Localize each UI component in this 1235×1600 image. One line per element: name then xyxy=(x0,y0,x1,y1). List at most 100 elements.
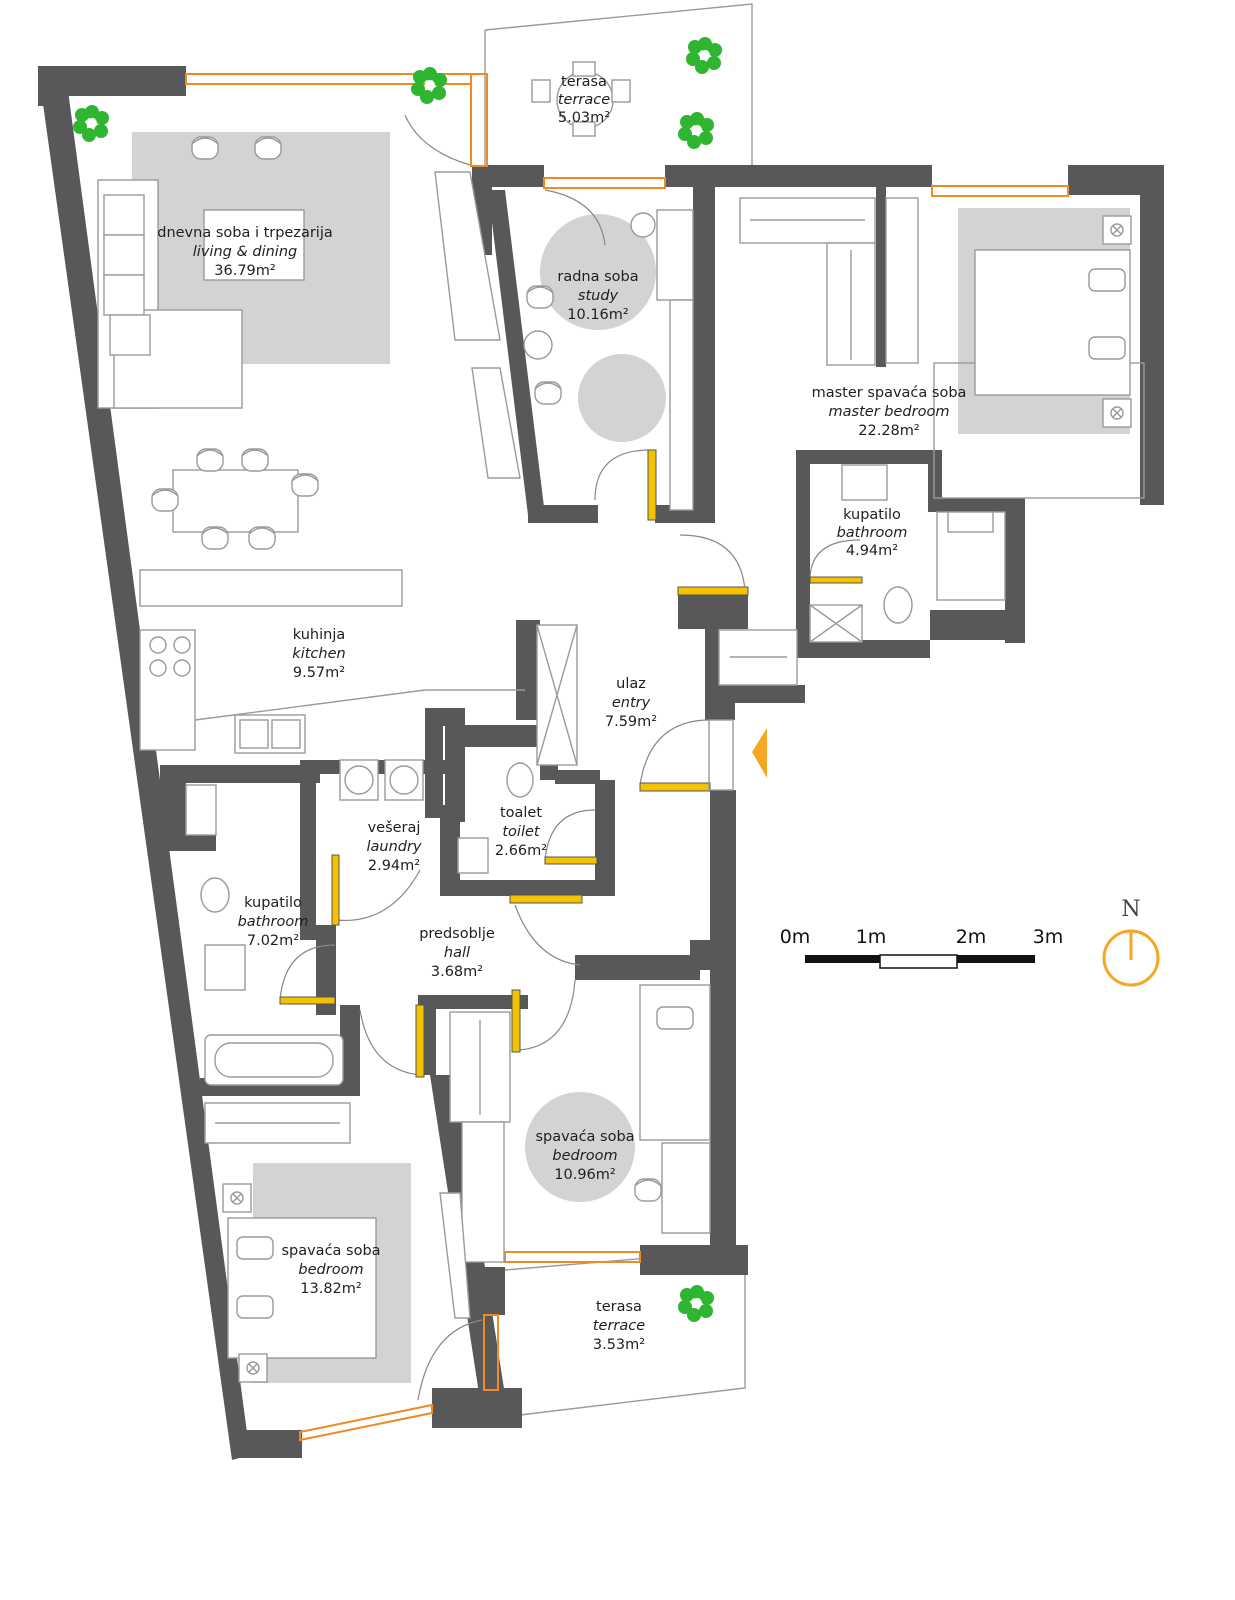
north-compass: N xyxy=(1102,897,1160,987)
armchair xyxy=(191,136,219,160)
dining-chair xyxy=(196,448,224,472)
bath-sink xyxy=(204,944,246,991)
dining-table xyxy=(172,469,299,533)
doors xyxy=(279,114,863,1401)
nightstand xyxy=(1102,398,1132,428)
toilet xyxy=(200,877,230,913)
svg-text:study: study xyxy=(578,288,619,304)
pillow xyxy=(1088,336,1126,360)
svg-text:master spavaća soba: master spavaća soba xyxy=(812,385,967,401)
room-label-living: dnevna soba i trpezarija living & dining… xyxy=(157,225,333,279)
scale-label-0: 0m xyxy=(780,926,811,948)
bathtub xyxy=(204,1034,344,1086)
svg-text:13.82m²: 13.82m² xyxy=(300,1281,361,1297)
svg-text:bedroom: bedroom xyxy=(298,1262,363,1278)
svg-text:hall: hall xyxy=(444,945,470,961)
furniture xyxy=(97,61,1145,1383)
room-label-entry: ulaz entry 7.59m² xyxy=(605,676,657,730)
terrace-south-outline xyxy=(504,1249,746,1416)
dining-chair xyxy=(201,526,229,550)
room-label-study: radna soba study 10.16m² xyxy=(557,269,638,323)
desk-chair xyxy=(634,1178,662,1202)
svg-text:ulaz: ulaz xyxy=(616,676,646,692)
svg-text:9.57m²: 9.57m² xyxy=(293,665,345,681)
dining-chair xyxy=(291,473,319,497)
scale-label-1: 1m xyxy=(856,926,887,948)
north-label: N xyxy=(1121,897,1140,922)
svg-text:kupatilo: kupatilo xyxy=(843,507,901,523)
kitchen-counter xyxy=(139,629,196,751)
entry-arrow-icon xyxy=(752,728,767,778)
bath-sink xyxy=(841,464,888,501)
room-label-toilet: toalet toilet 2.66m² xyxy=(495,805,547,859)
coffee-table xyxy=(203,209,305,281)
svg-text:toilet: toilet xyxy=(502,824,541,840)
svg-text:toalet: toalet xyxy=(500,805,542,821)
study-rug-1 xyxy=(540,214,656,330)
svg-text:laundry: laundry xyxy=(366,839,421,855)
svg-text:dnevna soba i trpezarija: dnevna soba i trpezarija xyxy=(157,225,333,241)
room-label-master-bath: kupatilo bathroom 4.94m² xyxy=(837,507,908,559)
svg-text:36.79m²: 36.79m² xyxy=(214,263,275,279)
svg-text:3.53m²: 3.53m² xyxy=(593,1337,645,1353)
svg-text:5.03m²: 5.03m² xyxy=(558,110,610,126)
room-label-terrace-north: terasa terrace 5.03m² xyxy=(558,74,610,126)
svg-text:7.02m²: 7.02m² xyxy=(247,933,299,949)
room-label-laundry: vešeraj laundry 2.94m² xyxy=(366,820,421,874)
pillow xyxy=(236,1295,274,1319)
svg-text:2.94m²: 2.94m² xyxy=(368,858,420,874)
svg-text:bathroom: bathroom xyxy=(238,914,309,930)
svg-text:entry: entry xyxy=(612,695,651,711)
terrace-north-outline xyxy=(484,3,753,165)
desk xyxy=(661,1142,711,1234)
plant-icon xyxy=(686,37,722,74)
svg-text:kitchen: kitchen xyxy=(292,646,345,662)
study-rug-2 xyxy=(578,354,666,442)
plant-icon xyxy=(73,105,109,142)
pillow xyxy=(1088,268,1126,292)
plant-icon xyxy=(678,1285,714,1322)
svg-text:kuhinja: kuhinja xyxy=(293,627,345,643)
nightstand xyxy=(238,1353,268,1383)
scale-bar: 0m 1m 2m 3m xyxy=(780,926,1064,969)
svg-text:master bedroom: master bedroom xyxy=(829,404,950,420)
room-label-bedroom-east: spavaća soba bedroom 10.96m² xyxy=(535,1129,634,1183)
master-bed xyxy=(974,249,1131,396)
study-chair xyxy=(534,381,562,405)
pillow xyxy=(656,1006,694,1030)
svg-text:2.66m²: 2.66m² xyxy=(495,843,547,859)
dining-chair xyxy=(151,488,179,512)
scale-label-2: 2m xyxy=(956,926,987,948)
room-label-bathroom: kupatilo bathroom 7.02m² xyxy=(238,895,309,949)
scale-label-3: 3m xyxy=(1033,926,1064,948)
svg-text:spavaća soba: spavaća soba xyxy=(535,1129,634,1145)
svg-text:bedroom: bedroom xyxy=(552,1148,617,1164)
room-label-kitchen: kuhinja kitchen 9.57m² xyxy=(292,627,345,681)
dining-chair xyxy=(241,448,269,472)
svg-text:terrace: terrace xyxy=(558,92,610,108)
svg-text:terrace: terrace xyxy=(593,1318,645,1334)
nightstand xyxy=(1102,215,1132,245)
room-label-bedroom-west: spavaća soba bedroom 13.82m² xyxy=(281,1243,380,1297)
svg-text:10.16m²: 10.16m² xyxy=(567,307,628,323)
armchair xyxy=(254,136,282,160)
svg-text:7.59m²: 7.59m² xyxy=(605,714,657,730)
toilet xyxy=(506,762,534,798)
study-chair xyxy=(526,285,554,309)
svg-text:living & dining: living & dining xyxy=(193,244,297,260)
svg-text:spavaća soba: spavaća soba xyxy=(281,1243,380,1259)
kitchen-island xyxy=(139,569,403,607)
toilet xyxy=(883,586,913,624)
svg-text:bathroom: bathroom xyxy=(837,525,908,541)
kitchen-sink xyxy=(234,714,306,754)
pillow xyxy=(236,1236,274,1260)
svg-text:vešeraj: vešeraj xyxy=(368,820,421,836)
svg-text:4.94m²: 4.94m² xyxy=(846,543,898,559)
room-label-master-bedroom: master spavaća soba master bedroom 22.28… xyxy=(812,385,967,439)
svg-text:predsoblje: predsoblje xyxy=(419,926,495,942)
svg-text:22.28m²: 22.28m² xyxy=(858,423,919,439)
bedroom-east-rug xyxy=(525,1092,635,1202)
svg-text:terasa: terasa xyxy=(561,74,607,90)
room-label-terrace-south: terasa terrace 3.53m² xyxy=(593,1299,645,1353)
room-label-hall: predsoblje hall 3.68m² xyxy=(419,926,495,980)
